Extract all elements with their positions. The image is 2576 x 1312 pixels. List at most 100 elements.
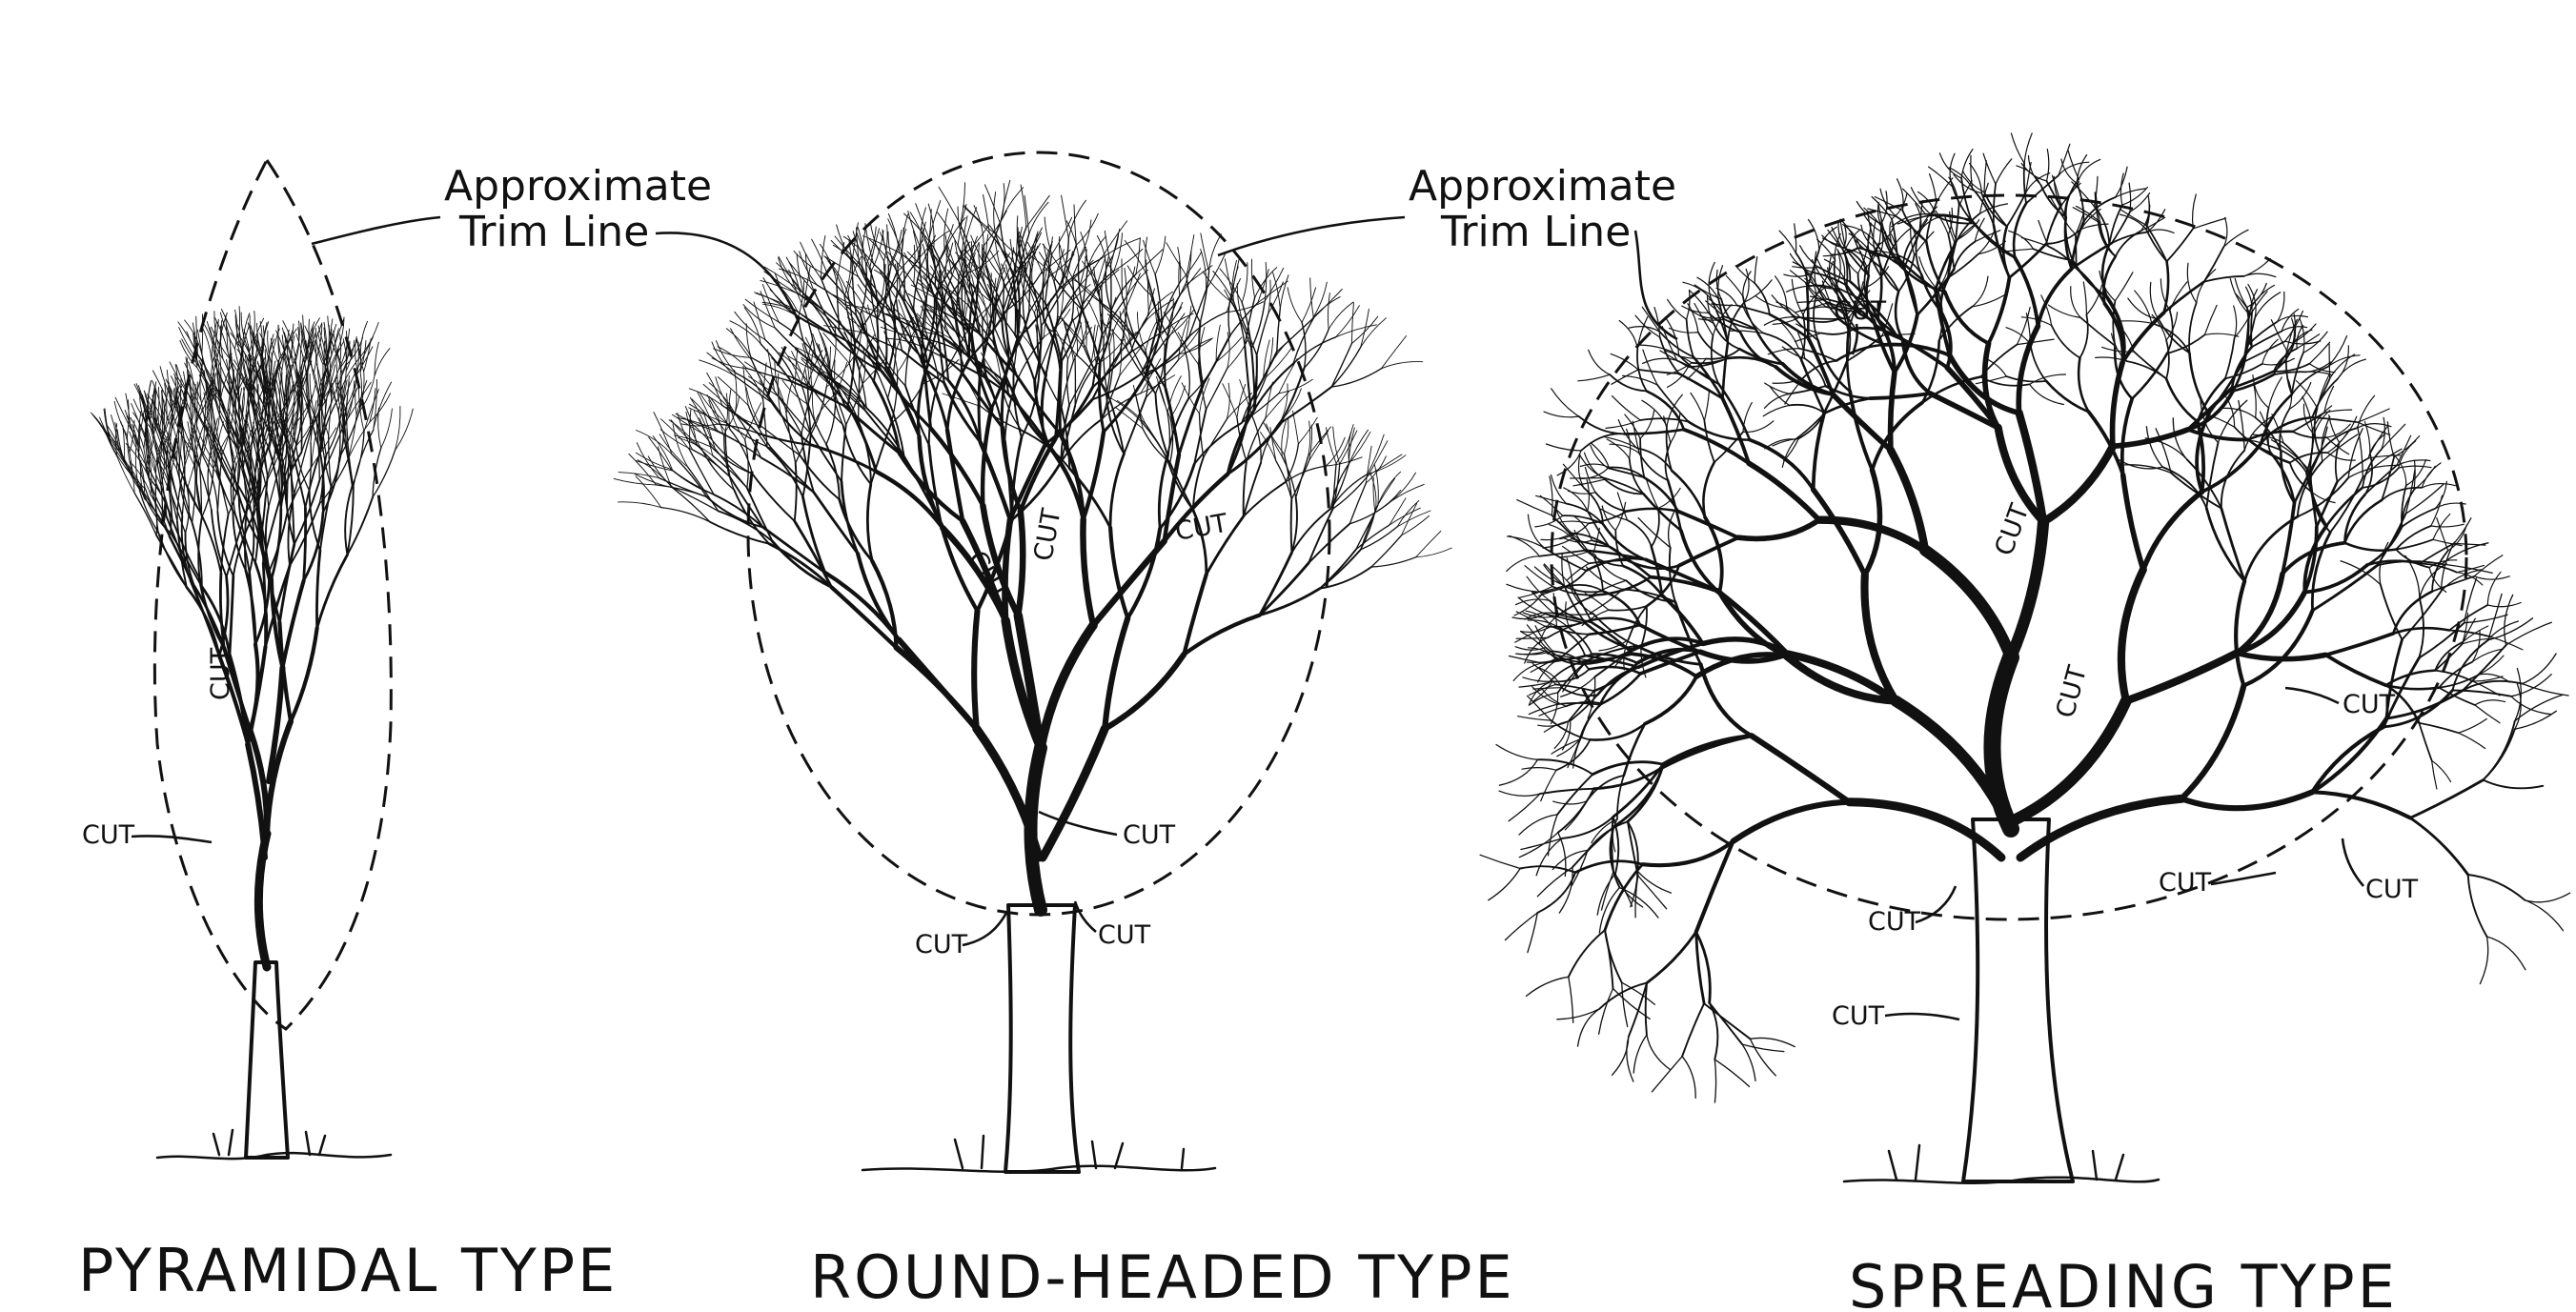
branch-stroke (1185, 349, 1190, 399)
branch-stroke (754, 302, 765, 340)
branch-stroke (1682, 1003, 1704, 1057)
branch-stroke (1537, 759, 1592, 774)
branch-stroke (1564, 488, 1588, 512)
cut-label: CUT (2051, 662, 2093, 721)
branch-stroke (1790, 405, 1825, 414)
branch-stroke (825, 573, 900, 640)
branch-stroke (2325, 634, 2393, 656)
branch-stroke (2491, 636, 2523, 650)
branch-stroke (2315, 408, 2320, 453)
branch-stroke (1657, 385, 1688, 421)
branch-stroke (2046, 206, 2061, 244)
branch-stroke (1539, 706, 1566, 716)
branch-stroke (1245, 346, 1250, 403)
branch-stroke (1629, 327, 1660, 333)
branch-stroke (2262, 358, 2295, 365)
branch-stroke (1242, 263, 1247, 303)
branch-stroke (706, 496, 762, 527)
branch-stroke (718, 347, 746, 369)
cut-label: CUT (1123, 820, 1176, 850)
branch-stroke (1001, 180, 1010, 224)
branch-stroke (1041, 625, 1093, 748)
branch-stroke (1809, 220, 1819, 251)
branch-stroke (2026, 173, 2050, 193)
branch-stroke (2523, 654, 2556, 684)
branch-stroke (1752, 736, 1850, 802)
branch-stroke (2015, 257, 2038, 326)
branch-stroke (2487, 937, 2525, 970)
branch-stroke (2230, 279, 2248, 314)
branch-stroke (2209, 362, 2243, 414)
branch-stroke (908, 211, 921, 248)
branch-stroke (1366, 446, 1371, 483)
branch-stroke (700, 360, 735, 375)
branch-stroke (1552, 475, 1567, 504)
branch-stroke (2459, 719, 2487, 734)
branch-stroke (1552, 389, 1579, 416)
branch-stroke (1744, 269, 1749, 302)
trim-line-pointer-left-a (312, 217, 440, 244)
branch-stroke (2076, 234, 2077, 268)
branch-stroke (1814, 490, 1865, 575)
branch-stroke (1973, 189, 1994, 225)
branch-stroke (1536, 495, 1567, 503)
round-headed-tree-trunk (1005, 905, 1079, 1172)
spreading-tree-crown (1480, 133, 2570, 1102)
branch-stroke (2079, 358, 2089, 413)
branch-stroke (2293, 432, 2327, 438)
branch-stroke (1613, 1037, 1629, 1075)
branch-stroke (2432, 576, 2474, 592)
branch-stroke (2410, 817, 2468, 875)
branch-stroke (1260, 589, 1320, 616)
branch-stroke (2031, 344, 2047, 381)
branch-stroke (1727, 357, 1775, 367)
branch-stroke (317, 555, 348, 628)
branch-stroke (2448, 525, 2467, 551)
branch-stroke (2511, 696, 2551, 715)
branch-stroke (1349, 483, 1366, 524)
branch-stroke (1550, 476, 1552, 515)
branch-stroke (2454, 518, 2471, 544)
caption-pyramidal-type: PYRAMIDAL TYPE (78, 1236, 618, 1305)
branch-stroke (2077, 268, 2105, 304)
branch-stroke (2464, 615, 2507, 623)
branch-stroke (1743, 421, 1774, 433)
branch-stroke (795, 463, 797, 521)
branch-stroke (821, 235, 825, 278)
branch-stroke (1581, 434, 1624, 451)
branch-stroke (2146, 427, 2162, 467)
branch-stroke (2419, 723, 2431, 760)
branch-stroke (1517, 500, 1552, 515)
branch-stroke (2474, 576, 2509, 579)
branch-stroke (304, 508, 306, 581)
trim-line-pointer-right-a (1218, 217, 1405, 255)
trim-line-label-left: Approximate Trim Line (312, 162, 799, 322)
branch-stroke (2422, 484, 2455, 488)
branch-stroke (1647, 1035, 1671, 1070)
branch-stroke (1653, 1057, 1683, 1092)
branch-stroke (1351, 303, 1353, 344)
branch-stroke (1285, 444, 1298, 482)
branch-stroke (1607, 439, 1629, 458)
branch-stroke (1638, 876, 1667, 909)
cut-pointer (1916, 886, 1956, 922)
branch-stroke (1627, 509, 1677, 512)
branch-stroke (1021, 185, 1026, 228)
branch-stroke (1416, 548, 1452, 557)
branch-stroke (1755, 283, 1770, 314)
branch-stroke (1775, 276, 1787, 308)
branch-stroke (2021, 164, 2046, 181)
cut-label: CUT (1834, 296, 1887, 326)
branch-stroke (1308, 421, 1310, 455)
branch-stroke (2239, 401, 2244, 451)
branch-stroke (1268, 280, 1270, 313)
cut-pointer (2285, 688, 2339, 703)
branch-stroke (164, 400, 165, 435)
branch-stroke (1996, 159, 2012, 184)
branch-stroke (1730, 331, 1765, 333)
branch-stroke (230, 576, 233, 656)
branch-stroke (842, 425, 870, 484)
branch-stroke (1687, 319, 1694, 356)
branch-stroke (2083, 282, 2086, 314)
cut-pointer (132, 836, 212, 842)
